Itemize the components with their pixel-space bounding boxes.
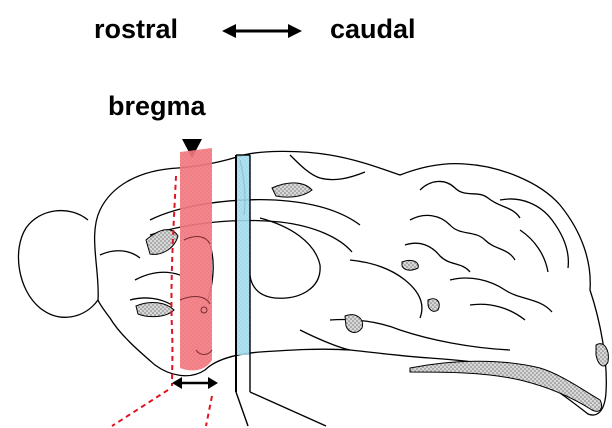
bregma-label: bregma	[108, 93, 206, 120]
rostral-label: rostral	[94, 16, 178, 43]
bregma-section-band	[180, 148, 212, 370]
orientation-arrow-icon	[222, 24, 302, 38]
caudal-label: caudal	[330, 16, 416, 43]
section-width-arrow-icon	[172, 377, 218, 389]
